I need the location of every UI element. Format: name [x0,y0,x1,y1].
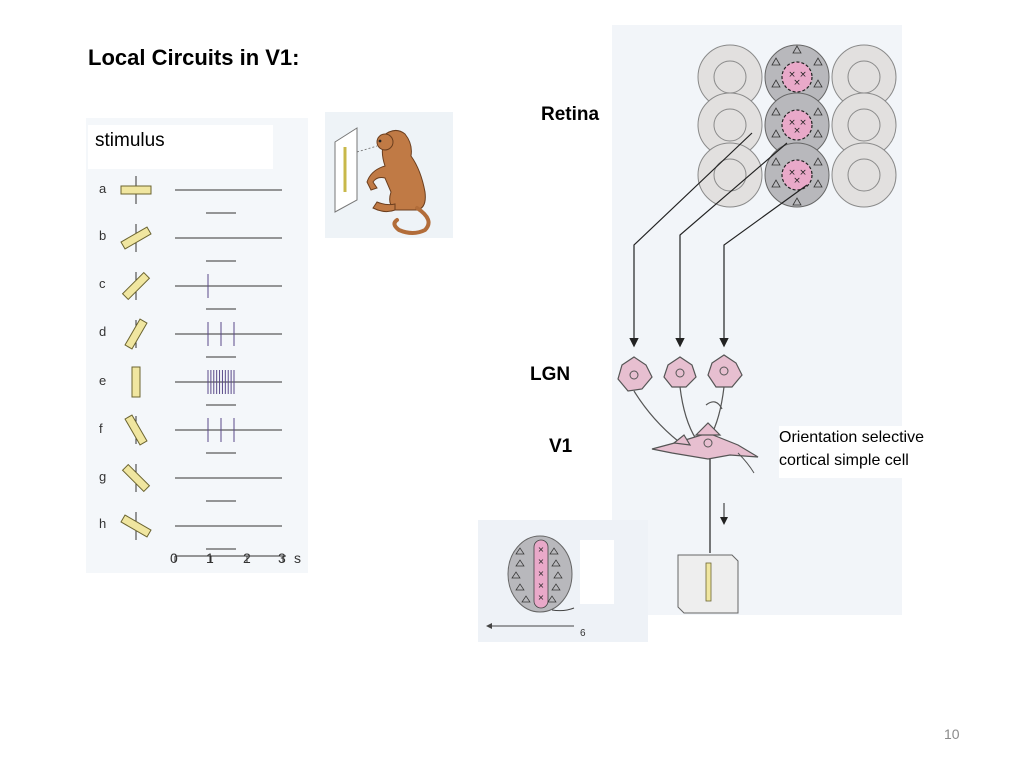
stimulus-bar [120,185,152,195]
monkey-illustration [325,112,453,238]
stimulus-bar [120,514,152,538]
stimulus-row-b [120,224,282,262]
svg-text:×: × [793,78,801,88]
stimulus-bar [120,226,152,250]
stimulus-bar [124,318,148,350]
stimulus-row-g [121,463,282,502]
stimulus-row-f [124,414,282,454]
stimulus-bar [124,414,148,446]
retina-label-box [538,98,608,132]
svg-text:×: × [788,168,796,178]
stimulus-bar [131,366,141,398]
time-tick-2: 2 [243,550,251,566]
row-label-f: f [99,421,103,436]
lgn-nuclei [629,366,729,380]
simple-cell-caption-line-2: cortical simple cell [779,452,909,469]
time-tick-3: 3 [278,550,286,566]
stimulus-heading: stimulus [95,130,165,151]
page-number: 10 [944,726,960,742]
stimulus-heading-box [88,125,273,169]
row-label-h: h [99,516,107,531]
row-label-a: a [99,181,107,196]
retina-receptive-field-grid: ××× ××× ××× [697,44,897,208]
row-label-e: e [99,373,107,388]
svg-text:×: × [538,581,545,590]
lgn-label: LGN [530,364,571,385]
svg-text:×: × [538,569,545,578]
svg-text:×: × [793,126,801,136]
time-tick-0: 0 [170,550,178,566]
figure-number: 6 [580,628,586,639]
time-tick-1: 1 [206,550,214,566]
svg-text:×: × [538,557,545,566]
time-axis-unit: s [294,550,301,566]
monkey-tail [392,206,431,235]
svg-text:×: × [793,176,801,186]
slide-title: Local Circuits in V1: [88,45,300,70]
oriented-bar-output-box [677,554,739,614]
row-label-d: d [99,324,107,339]
retina-label: Retina [541,104,600,125]
row-label-g: g [99,469,107,484]
stimulus-row-a [120,176,282,214]
svg-text:×: × [538,593,545,602]
retina-to-lgn-axons [629,132,808,348]
stimulus-bar [121,463,151,493]
stimulus-row-c [121,271,282,310]
stimulus-row-d [124,318,282,358]
lgn-neurons [617,354,743,392]
stimulus-response-plot [120,176,286,562]
svg-text:×: × [538,545,545,554]
simple-cell-receptive-field: × × × × × [478,520,648,642]
v1-simple-cell [651,422,759,474]
svg-text:×: × [788,70,796,80]
stimulus-row-e [131,366,282,406]
simple-cell-caption-line-1: Orientation selective [779,429,924,446]
v1-label: V1 [549,436,573,457]
stimulus-bar [121,271,151,301]
svg-text:×: × [799,70,807,80]
svg-text:×: × [799,168,807,178]
stimulus-row-h [120,512,282,550]
row-label-b: b [99,228,107,243]
svg-text:×: × [788,118,796,128]
row-label-c: c [99,276,106,291]
retina-lgn-v1-circuit: ××× ××× ××× [617,44,897,614]
simple-cell-caption: Orientation selective cortical simple ce… [779,426,930,478]
svg-text:×: × [799,118,807,128]
